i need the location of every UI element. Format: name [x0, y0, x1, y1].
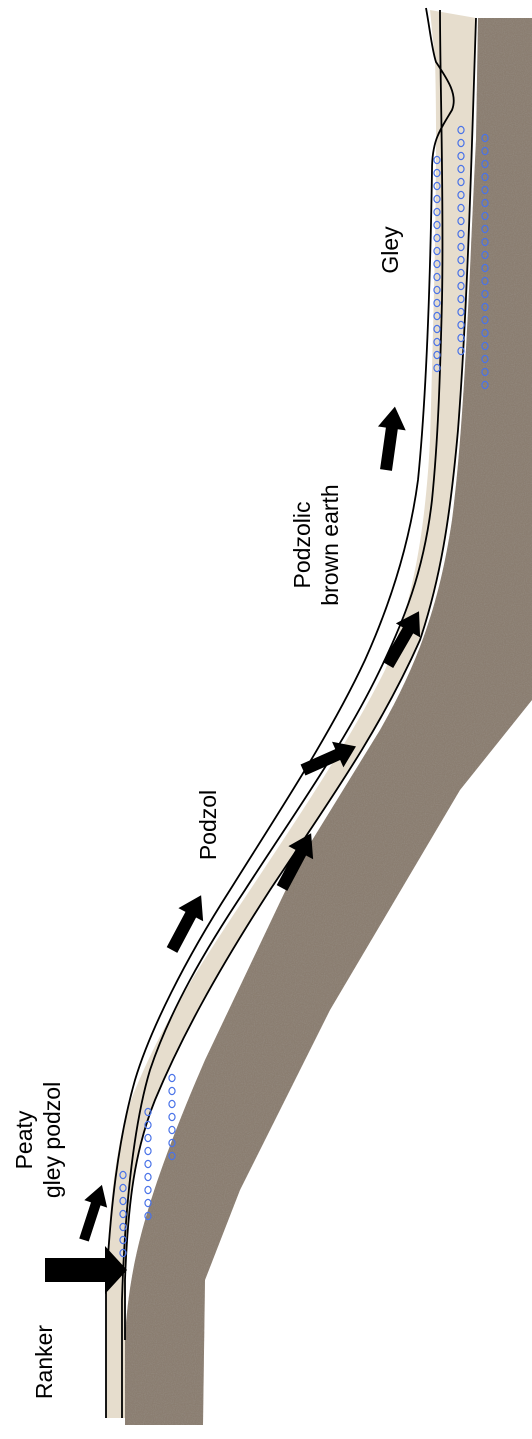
- gley-mottle: [169, 1126, 175, 1133]
- arrow-icon: [73, 1181, 114, 1244]
- ranker-label: Ranker: [31, 1325, 57, 1399]
- gley-mottle: [145, 1147, 151, 1154]
- arrow-icon: [372, 405, 409, 472]
- podzolic-brown-earth-label-line2: brown earth: [317, 484, 343, 605]
- peaty-gley-podzol-label-line2: gley podzol: [39, 1082, 65, 1198]
- gley-mottle: [145, 1199, 151, 1206]
- gley-mottle: [145, 1160, 151, 1167]
- arrow-icon: [160, 889, 214, 957]
- bedrock-layer: [125, 18, 532, 1425]
- podzolic-brown-earth-label-line1: Podzolic: [289, 502, 315, 589]
- peaty-gley-podzol-label-line1: Peaty: [11, 1110, 37, 1169]
- gley-mottle: [169, 1074, 175, 1081]
- gley-mottle: [145, 1186, 151, 1193]
- gley-mottle: [169, 1113, 175, 1120]
- gley-mottle: [145, 1173, 151, 1180]
- gley-label: Gley: [377, 226, 403, 274]
- gley-mottle: [169, 1087, 175, 1094]
- gley-mottle: [145, 1134, 151, 1141]
- gley-mottle: [169, 1100, 175, 1107]
- podzol-label: Podzol: [195, 790, 221, 860]
